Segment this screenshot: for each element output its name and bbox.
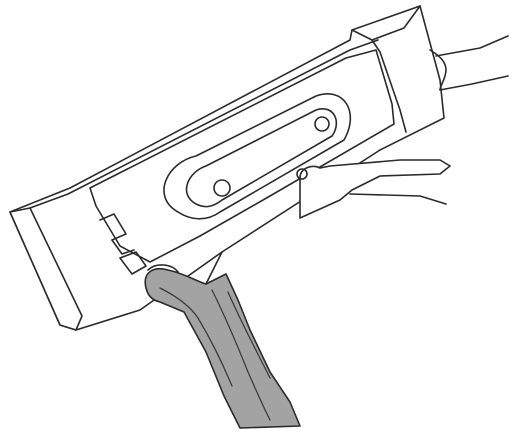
hand-icon — [430, 36, 508, 90]
hand-icon — [297, 160, 450, 218]
cloth-icon — [145, 269, 300, 428]
